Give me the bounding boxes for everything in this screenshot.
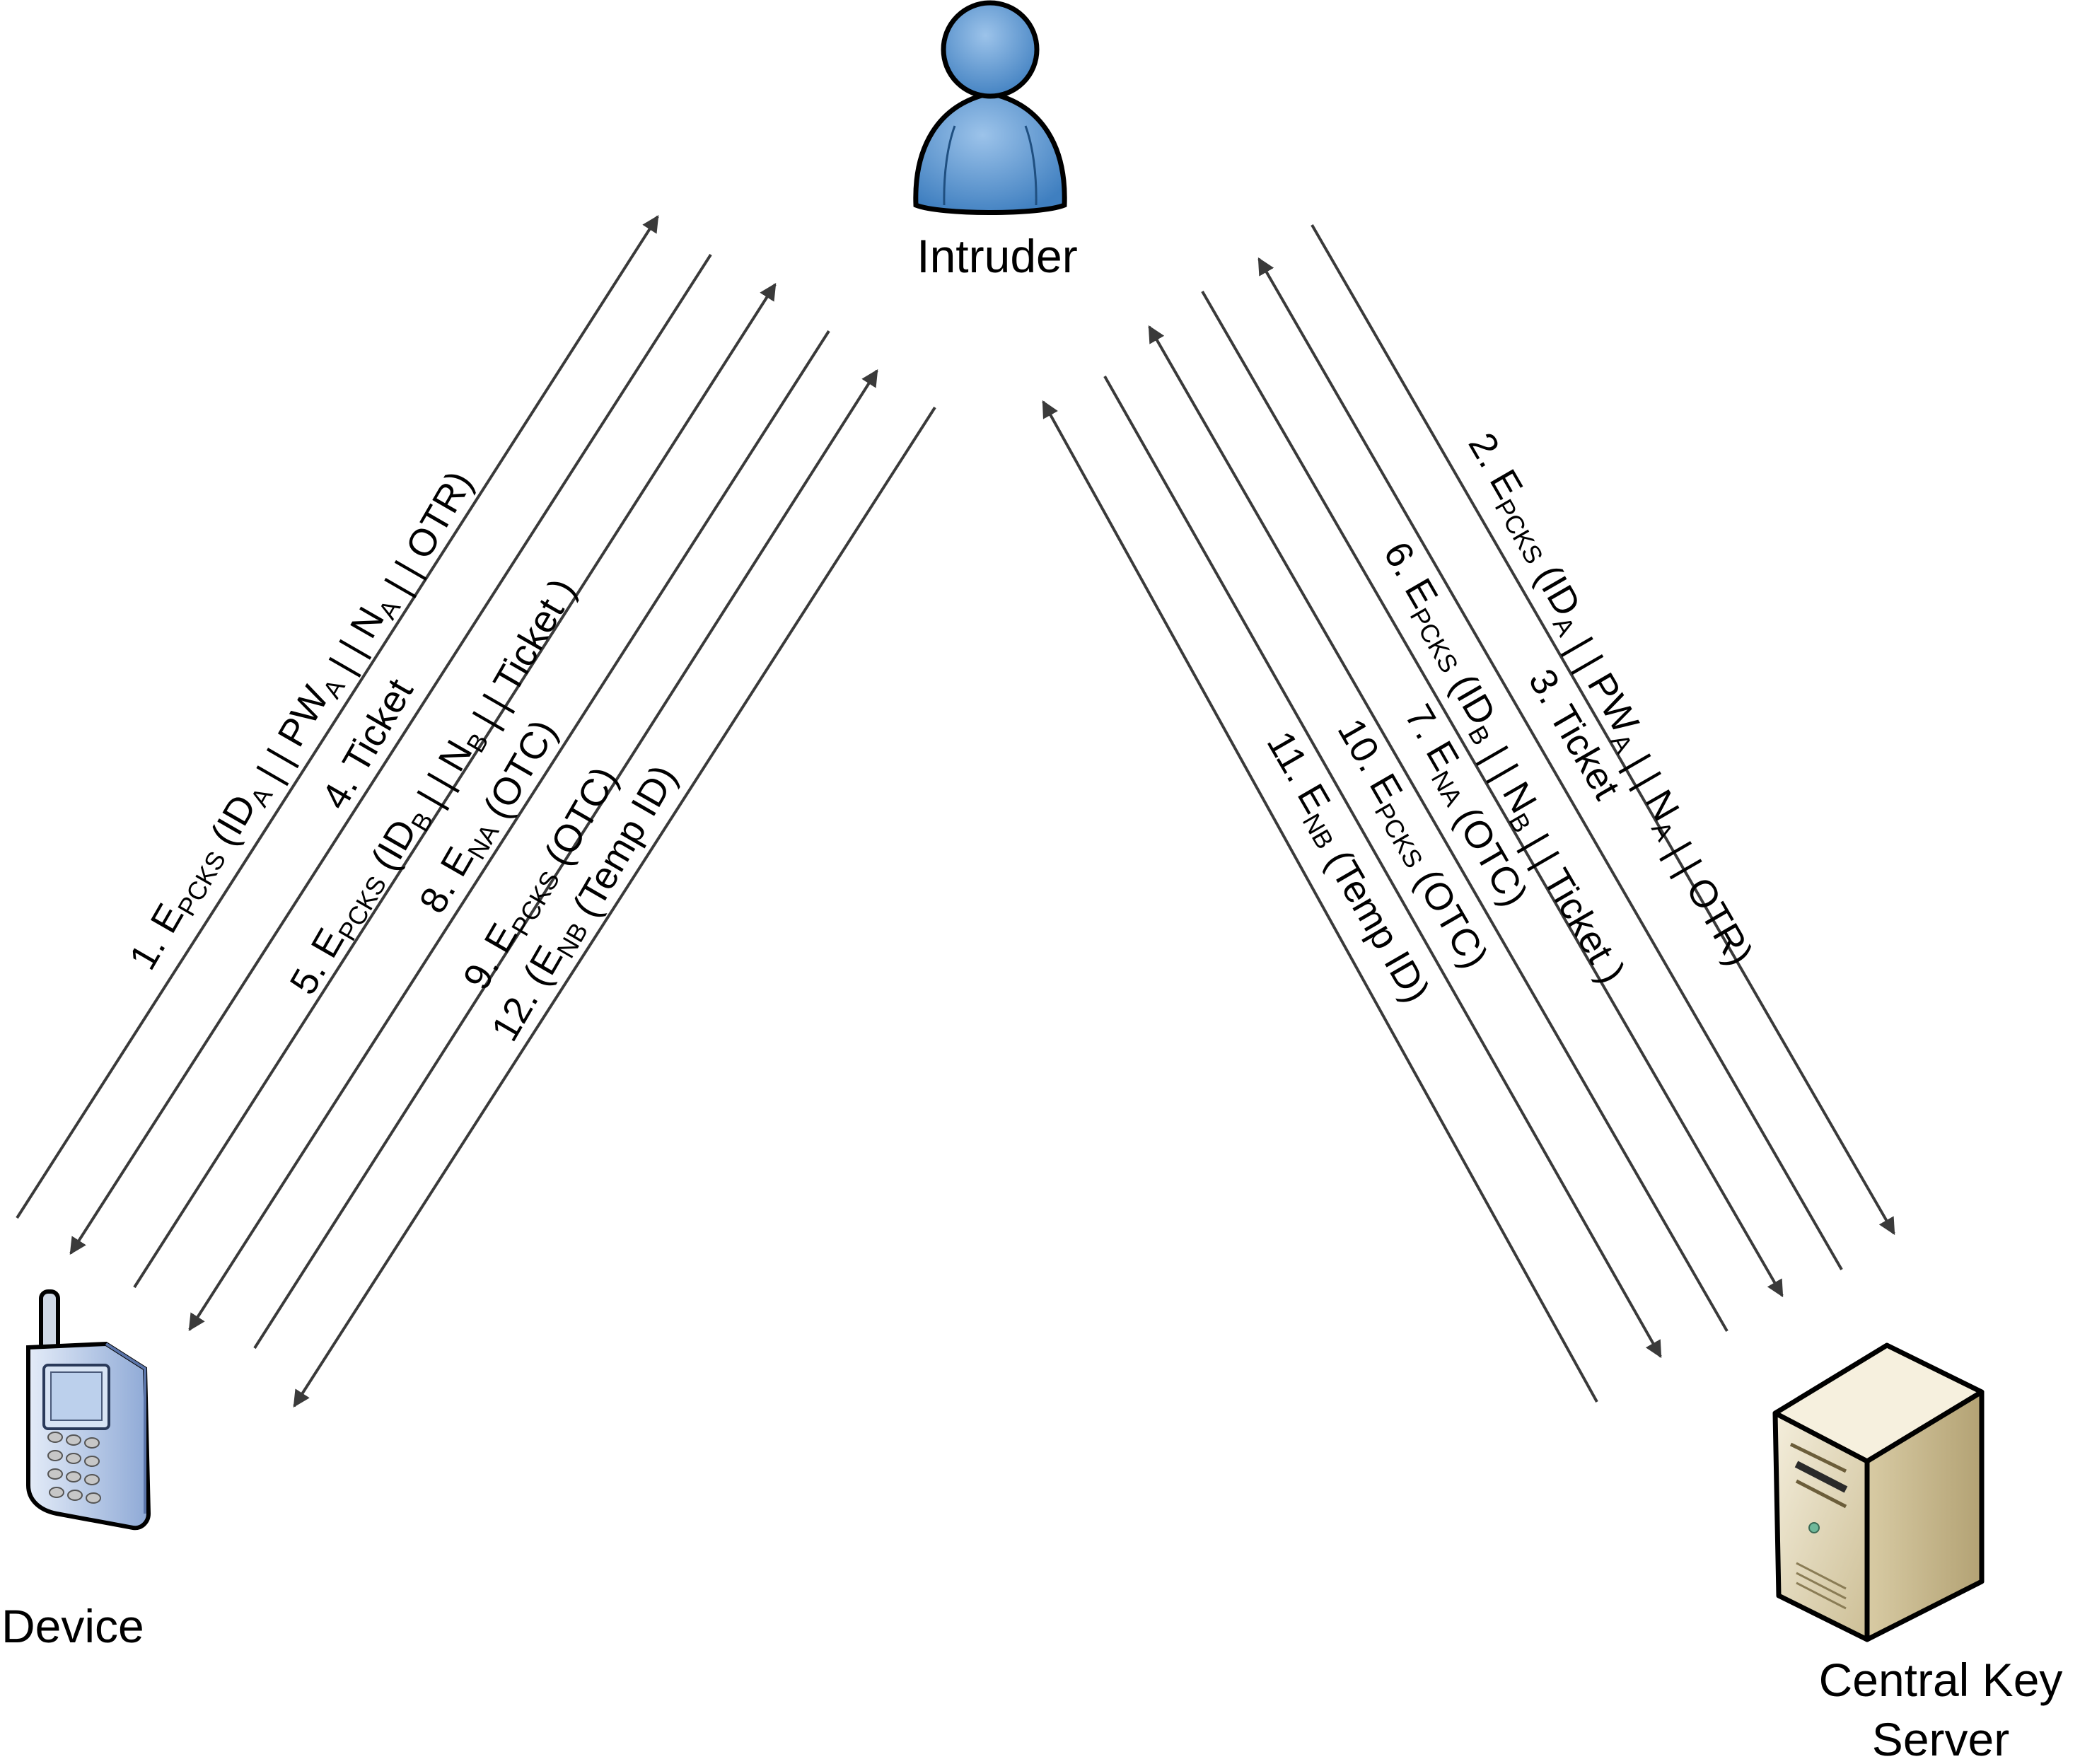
arrow-msg-9	[253, 369, 878, 1350]
left-arrows	[16, 214, 936, 1408]
arrow-msg-3	[1257, 257, 1843, 1270]
person-icon	[913, 0, 1067, 215]
server-tower-icon	[1772, 1342, 1985, 1642]
arrow-msg-1	[16, 214, 659, 1219]
arrow-msg-5	[133, 282, 777, 1289]
arrow-msg-12	[293, 406, 936, 1408]
mobile-phone-icon	[26, 1289, 151, 1531]
device-label: Device	[1, 1600, 144, 1652]
arrow-msg-7	[1148, 325, 1729, 1332]
intruder-label: Intruder	[917, 230, 1077, 282]
arrow-msg-2	[1311, 224, 1895, 1236]
arrow-msg-6	[1201, 290, 1784, 1298]
msg-label-1: 1. EPCKS (IDA | | PWA | | NA | | OTR)	[121, 447, 481, 994]
server-label-line1: Central Key	[1819, 1654, 2063, 1706]
arrow-msg-4	[69, 253, 712, 1255]
server-label-line2: Server	[1872, 1713, 2009, 1764]
left-message-labels: 1. EPCKS (IDA | | PWA | | NA | | OTR) 4.…	[121, 447, 685, 1048]
right-arrows	[1042, 224, 1895, 1403]
arrow-msg-8	[188, 330, 830, 1332]
arrow-msg-10	[1103, 376, 1662, 1359]
arrow-msg-11	[1042, 400, 1598, 1403]
